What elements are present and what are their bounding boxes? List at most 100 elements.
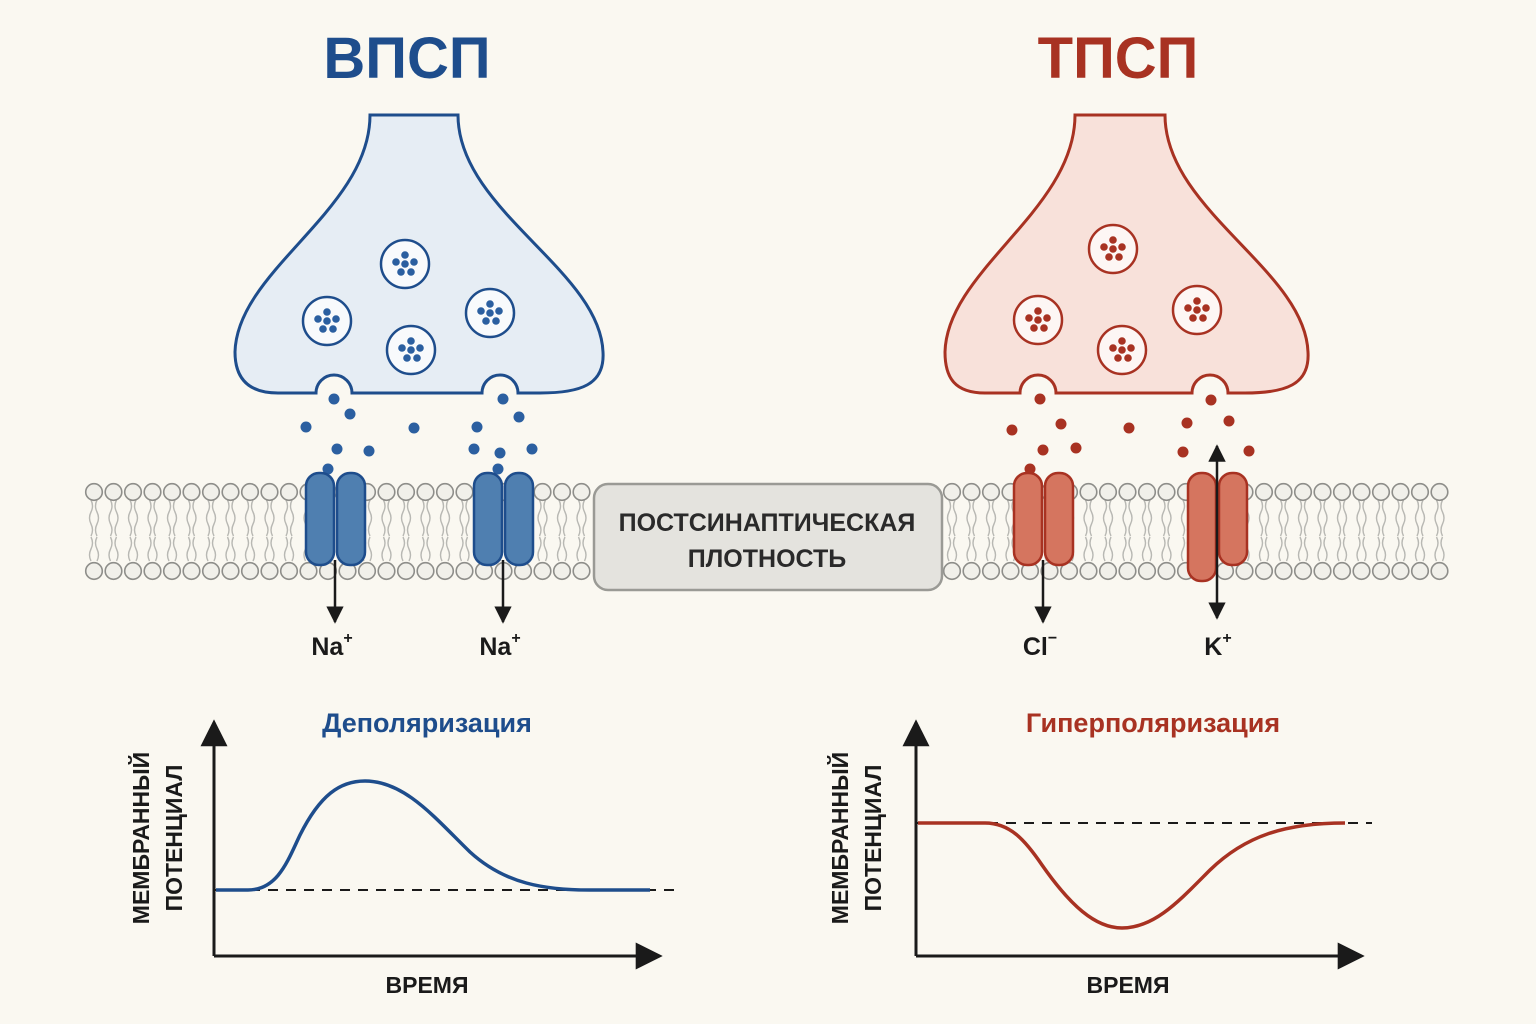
lipid-head [104, 482, 123, 502]
neurotransmitter-dot [1181, 417, 1193, 429]
neurotransmitter-dot [494, 447, 506, 459]
lipid-head [84, 561, 104, 581]
lipid-head [260, 561, 279, 581]
lipid-head [84, 482, 104, 502]
neurotransmitter-dot [408, 422, 420, 434]
lipid-head [1254, 482, 1274, 502]
neurotransmitter-dot [1055, 418, 1067, 430]
neurotransmitter-dot [322, 463, 334, 475]
lipid-head [182, 482, 201, 502]
lipid-head [1332, 561, 1352, 581]
lipid-head [572, 561, 591, 581]
lipid-head [260, 482, 279, 502]
ion-label-k: K+ [1204, 630, 1231, 661]
lipid-head [396, 561, 416, 581]
ipsp-neurotransmitter [1006, 393, 1255, 475]
lipid-head [123, 561, 143, 581]
ion-label-na-1: Na+ [311, 630, 352, 661]
lipid-head [162, 482, 182, 502]
neurotransmitter-dot [513, 411, 525, 423]
lipid-head [552, 482, 572, 502]
neurotransmitter-dot [468, 443, 480, 455]
lipid-head [1430, 561, 1449, 581]
epsp-channel-1 [304, 471, 367, 567]
lipid-head [1274, 561, 1293, 581]
lipid-head [299, 561, 318, 581]
lipid-head [1274, 482, 1293, 502]
lipid-head [533, 561, 552, 581]
lipid-head [201, 561, 221, 581]
lipid-head [1352, 561, 1371, 581]
lipid-head [1371, 482, 1391, 502]
ipsp-x-label: ВРЕМЯ [1087, 972, 1170, 998]
lipid-head [201, 482, 221, 502]
neurotransmitter-dot [344, 408, 356, 420]
lipid-head [1293, 561, 1313, 581]
lipid-head [942, 561, 962, 581]
epsp-title: ВПСП [323, 26, 490, 91]
psd-label-line1: ПОСТСИНАПТИЧЕСКАЯ [619, 509, 916, 537]
lipid-head [143, 561, 162, 581]
lipid-head [143, 482, 162, 502]
lipid-head [1410, 482, 1430, 502]
lipid-head [1313, 482, 1332, 502]
neurotransmitter-dot [328, 393, 340, 405]
lipid-head [357, 561, 377, 581]
lipid-head [533, 482, 552, 502]
lipid-head [240, 482, 260, 502]
lipid-head [162, 561, 182, 581]
lipid-head [455, 482, 474, 502]
neurotransmitter-dot [1006, 424, 1018, 436]
epsp-y-label-line2: ПОТЕНЦИАЛ [161, 765, 187, 912]
neurotransmitter-dot [1070, 442, 1082, 454]
lipid-head [416, 561, 435, 581]
lipid-head [240, 561, 260, 581]
lipid-head [1410, 561, 1430, 581]
lipid-head [435, 561, 455, 581]
lipid-head [1157, 482, 1176, 502]
lipid-head [279, 482, 299, 502]
lipid-head [396, 482, 416, 502]
hyperpolarization-graph: Гиперполяризация МЕМБРАННЫЙ ПОТЕНЦИАЛ ВР… [826, 708, 1372, 998]
neurotransmitter-dot [1177, 446, 1189, 458]
lipid-head [416, 482, 435, 502]
depolarization-graph: Деполяризация МЕМБРАННЫЙ ПОТЕНЦИАЛ ВРЕМЯ [127, 708, 676, 998]
lipid-head [1079, 561, 1098, 581]
neurotransmitter-dot [471, 421, 483, 433]
lipid-head [1254, 561, 1274, 581]
neurotransmitter-dot [526, 443, 538, 455]
lipid-head [455, 561, 474, 581]
ipsp-y-label-line2: ПОТЕНЦИАЛ [860, 765, 886, 912]
lipid-head [1118, 482, 1137, 502]
lipid-head [104, 561, 123, 581]
lipid-head [962, 482, 981, 502]
lipid-head [1430, 482, 1449, 502]
lipid-head [1118, 561, 1137, 581]
lipid-head [981, 482, 1001, 502]
neurotransmitter-dot [363, 445, 375, 457]
lipid-head [1391, 561, 1410, 581]
lipid-head [1098, 561, 1118, 581]
lipid-head [1313, 561, 1332, 581]
lipid-head [221, 482, 240, 502]
lipid-head [279, 561, 299, 581]
lipid-head [435, 482, 455, 502]
psd-label-line2: ПЛОТНОСТЬ [688, 545, 846, 573]
epsp-neurotransmitter [300, 393, 538, 475]
epsp-x-label: ВРЕМЯ [386, 972, 469, 998]
lipid-head [123, 482, 143, 502]
lipid-head [942, 482, 962, 502]
neurotransmitter-dot [1037, 444, 1049, 456]
epsp-y-label-line1: МЕМБРАННЫЙ [127, 752, 154, 924]
neurotransmitter-dot [1205, 394, 1217, 406]
lipid-head [1137, 482, 1157, 502]
epsp-graph-title: Деполяризация [322, 708, 532, 738]
ipsp-channel-1 [1012, 471, 1075, 567]
ipsp-graph-title: Гиперполяризация [1026, 708, 1280, 738]
ion-label-na-2: Na+ [479, 630, 520, 661]
epsp-channel-2 [472, 471, 535, 567]
lipid-head [1352, 482, 1371, 502]
lipid-head [221, 561, 240, 581]
neurotransmitter-dot [492, 463, 504, 475]
